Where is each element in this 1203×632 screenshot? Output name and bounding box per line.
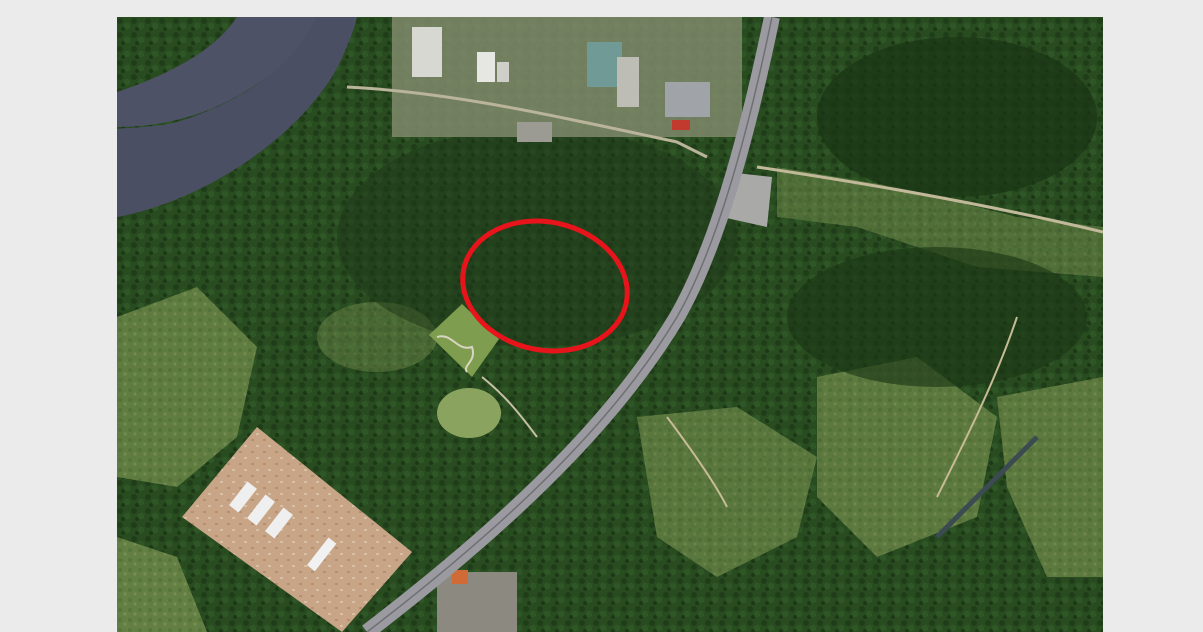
highway-median — [366, 17, 773, 632]
grassland-south — [637, 407, 817, 577]
building — [517, 122, 552, 142]
red-roof-building — [672, 120, 690, 130]
river-bank-forest — [117, 17, 237, 92]
construction-site — [182, 427, 412, 632]
tank-yard — [587, 42, 622, 87]
site-building — [265, 507, 293, 539]
highlight-circle-marker — [460, 218, 630, 354]
grassland-southeast — [817, 357, 997, 557]
stream — [935, 435, 1039, 539]
site-building — [229, 481, 257, 513]
forest-cluster-northeast — [817, 37, 1097, 197]
local-road-east — [756, 165, 1103, 234]
grassland-east — [997, 377, 1103, 577]
access-road — [481, 376, 538, 438]
site-building — [247, 494, 275, 526]
field-path — [436, 335, 475, 373]
satellite-map[interactable] — [117, 17, 1103, 632]
forest-cluster-east — [787, 247, 1087, 387]
building — [617, 57, 639, 107]
grassland-west — [117, 287, 257, 487]
orange-roof — [452, 570, 468, 584]
local-road-track — [936, 316, 1018, 498]
river-main-channel — [117, 17, 355, 217]
forest-cluster-center — [337, 127, 737, 347]
building — [497, 62, 509, 82]
grassland-southwest — [117, 537, 207, 632]
open-field — [437, 388, 501, 438]
local-road-southeast — [666, 416, 728, 508]
fenced-field — [429, 304, 499, 377]
grassland-northeast — [777, 167, 1103, 277]
map-canvas — [117, 17, 1103, 632]
local-road-north — [346, 85, 708, 159]
warehouse — [665, 82, 710, 117]
industrial-zone-south — [437, 572, 517, 632]
building — [477, 52, 495, 82]
site-building — [306, 537, 337, 572]
building — [412, 27, 442, 77]
